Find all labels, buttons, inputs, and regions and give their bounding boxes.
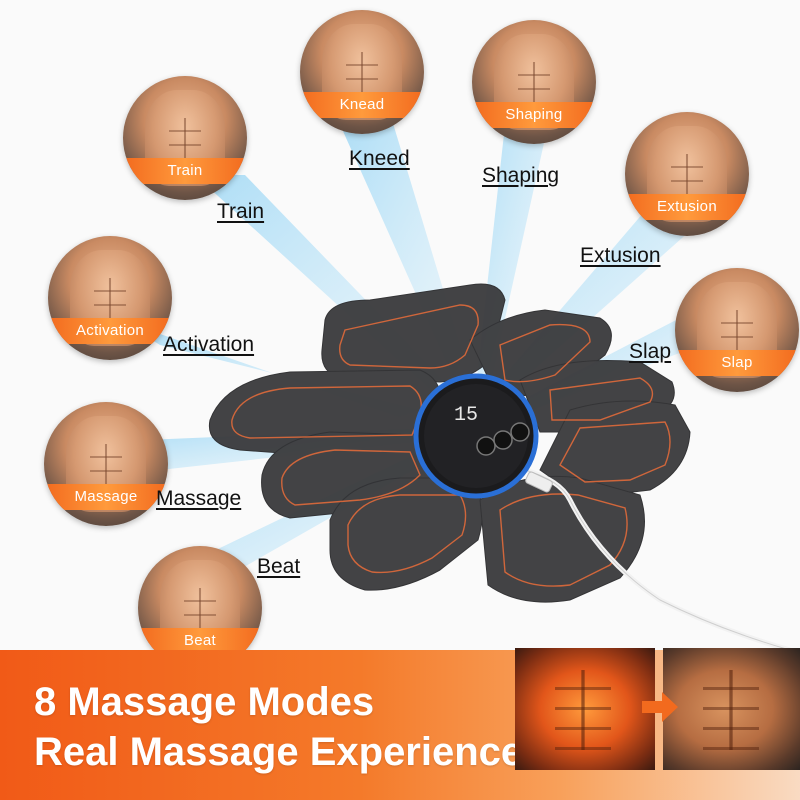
- mode-label-train: Train: [217, 200, 265, 223]
- mode-label-beat: Beat: [257, 555, 301, 578]
- mode-ribbon-train: Train: [123, 158, 247, 184]
- banner-headline-experience: Real Massage Experience: [34, 730, 524, 774]
- usb-connector: [525, 471, 553, 493]
- mode-photo-beat: Beat: [138, 546, 262, 670]
- mode-ribbon-slap: Slap: [675, 350, 799, 376]
- pad-outline-lower-left: [281, 449, 421, 506]
- mode-ribbon-massage: Massage: [44, 484, 168, 510]
- pad-outline-right: [549, 377, 654, 421]
- pad-outline-left: [231, 385, 422, 439]
- pad-wing-bottom-left: [329, 477, 483, 591]
- pad-outline-upper-left: [339, 304, 479, 369]
- banner-headline-modes: 8 Massage Modes: [34, 680, 375, 724]
- mode-label-activation: Activation: [163, 333, 255, 356]
- plus-button-icon[interactable]: [510, 422, 530, 442]
- display-readout: 15: [454, 404, 478, 427]
- pad-outline-bottom-left: [347, 494, 467, 574]
- power-button-icon[interactable]: [476, 436, 496, 456]
- mode-ribbon-shaping: Shaping: [472, 102, 596, 128]
- mode-photo-slap: Slap: [675, 268, 799, 392]
- mode-ribbon-activation: Activation: [48, 318, 172, 344]
- mode-photo-massage: Massage: [44, 402, 168, 526]
- before-after-photos: [515, 648, 800, 770]
- arrow-right-icon: [642, 692, 678, 722]
- minus-button-icon[interactable]: [493, 430, 513, 450]
- mode-photo-extusion: Extusion: [625, 112, 749, 236]
- mode-photo-activation: Activation: [48, 236, 172, 360]
- mode-ribbon-beat: Beat: [138, 628, 262, 654]
- mode-ribbon-extusion: Extusion: [625, 194, 749, 220]
- mode-photo-knead: Knead: [300, 10, 424, 134]
- mode-photo-train: Train: [123, 76, 247, 200]
- pad-outline-lower-right: [559, 421, 671, 483]
- mode-photo-shaping: Shaping: [472, 20, 596, 144]
- pad-wing-lower-right: [539, 400, 691, 499]
- mode-label-extusion: Extusion: [580, 244, 661, 267]
- mode-label-knead: Kneed: [349, 147, 410, 170]
- before-abs-photo: [515, 648, 655, 770]
- mode-label-slap: Slap: [629, 340, 672, 363]
- after-abs-photo: [663, 648, 800, 770]
- mode-label-shaping: Shaping: [482, 164, 560, 187]
- mode-label-massage: Massage: [156, 487, 242, 510]
- pad-outline-bottom-right: [499, 493, 628, 587]
- pad-outline-upper-right: [499, 323, 591, 383]
- mode-ribbon-knead: Knead: [300, 92, 424, 118]
